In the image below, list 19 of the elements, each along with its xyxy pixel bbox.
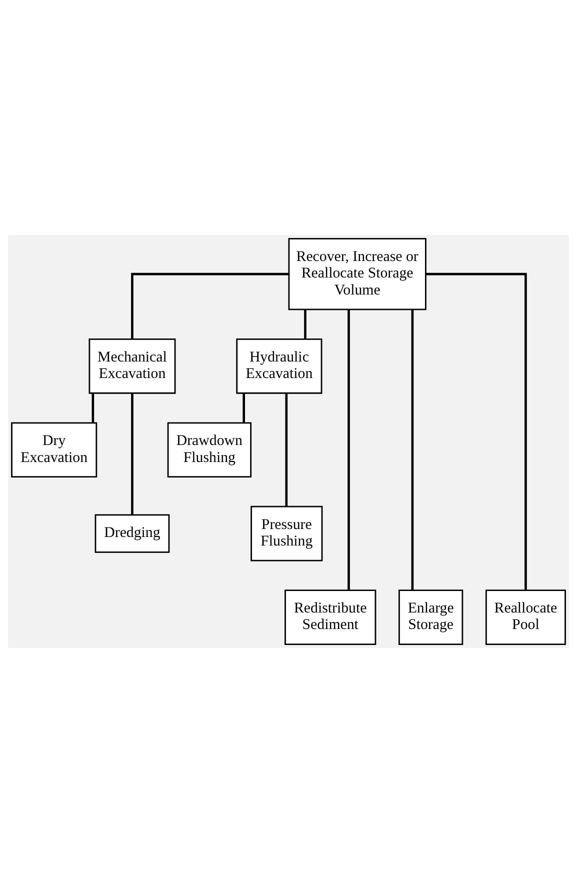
node-box: Dredging	[94, 514, 170, 552]
node-box: Drawdown Flushing	[167, 422, 252, 478]
connector	[131, 272, 289, 339]
connector	[348, 309, 350, 590]
node-box: Dry Excavation	[11, 422, 98, 478]
connector	[131, 392, 134, 514]
node-box: Recover, Increase or Reallocate Storage Volume	[288, 238, 426, 310]
node-box: Reallocate Pool	[485, 589, 566, 644]
node-box: Redistribute Sediment	[284, 589, 376, 644]
node-box: Mechanical Excavation	[88, 338, 176, 394]
node-box: Pressure Flushing	[250, 505, 323, 561]
connector	[92, 393, 94, 422]
connector	[426, 272, 527, 590]
connector	[411, 309, 414, 590]
connector	[304, 309, 306, 338]
node-box: Enlarge Storage	[398, 589, 464, 644]
connector	[285, 392, 288, 506]
node-box: Hydraulic Excavation	[236, 338, 322, 394]
connector	[242, 393, 246, 422]
